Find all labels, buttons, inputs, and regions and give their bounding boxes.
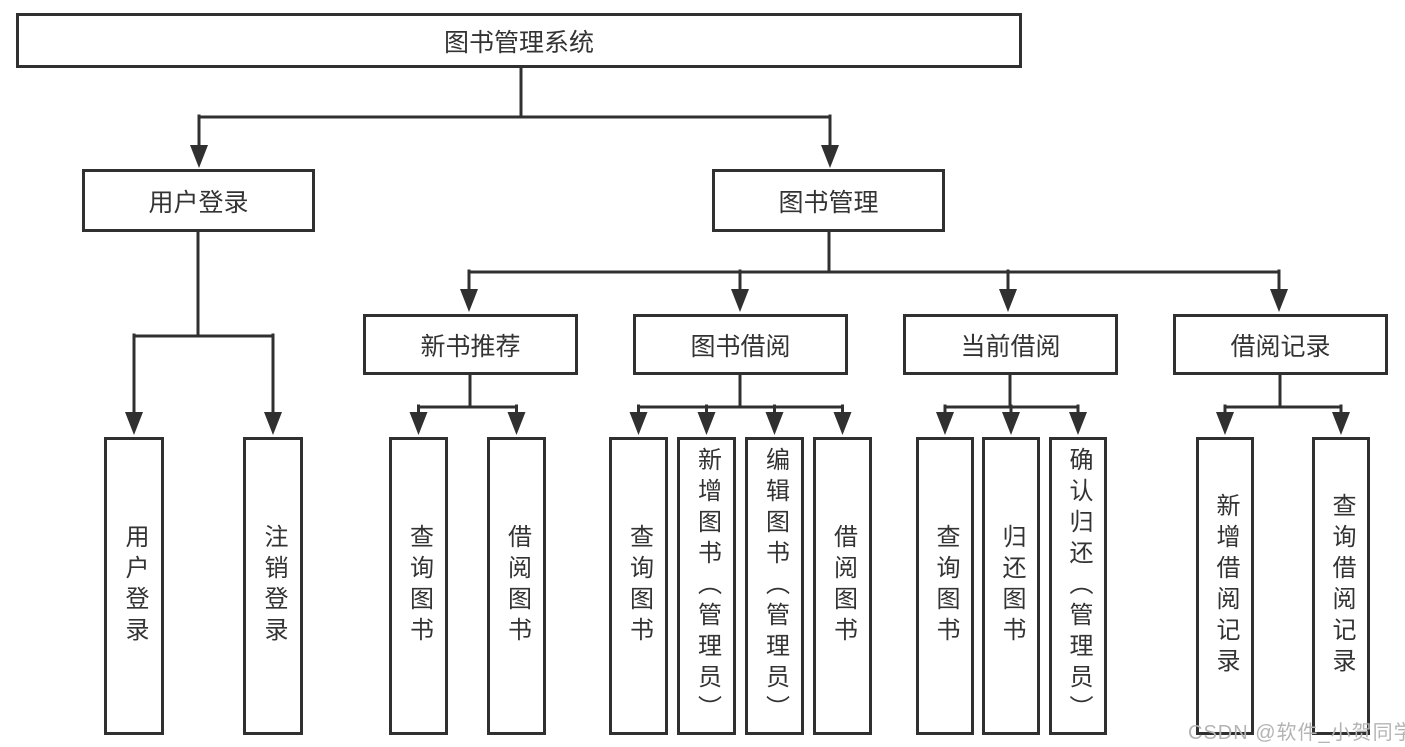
leaf-query-books-borrow: 查询图书 xyxy=(609,437,668,735)
csdn-watermark: CSDN @软件_小贺同学 xyxy=(1188,722,1405,744)
leaf-query-books-current: 查询图书 xyxy=(916,437,974,735)
node-root: 图书管理系统 xyxy=(16,13,1022,68)
leaf-edit-book-admin: 编辑图书（管理员） xyxy=(745,437,804,735)
leaf-user-login: 用户登录 xyxy=(104,437,164,735)
node-new-book-recommend: 新书推荐 xyxy=(363,314,578,375)
node-book-borrow: 图书借阅 xyxy=(633,314,848,375)
leaf-logout: 注销登录 xyxy=(243,437,303,735)
node-user-login-group: 用户登录 xyxy=(82,169,315,232)
leaf-query-borrow-record: 查询借阅记录 xyxy=(1312,437,1370,735)
leaf-add-book-admin: 新增图书（管理员） xyxy=(677,437,736,735)
leaf-return-book: 归还图书 xyxy=(982,437,1040,735)
node-borrow-records: 借阅记录 xyxy=(1173,314,1388,375)
leaf-add-borrow-record: 新增借阅记录 xyxy=(1196,437,1254,735)
node-current-borrow: 当前借阅 xyxy=(903,314,1118,375)
leaf-confirm-return-admin: 确认归还（管理员） xyxy=(1049,437,1107,735)
leaf-query-books-recommend: 查询图书 xyxy=(389,437,448,735)
node-book-management: 图书管理 xyxy=(712,169,945,232)
leaf-borrow-books-recommend: 借阅图书 xyxy=(487,437,546,735)
leaf-borrow-books-borrow: 借阅图书 xyxy=(813,437,872,735)
